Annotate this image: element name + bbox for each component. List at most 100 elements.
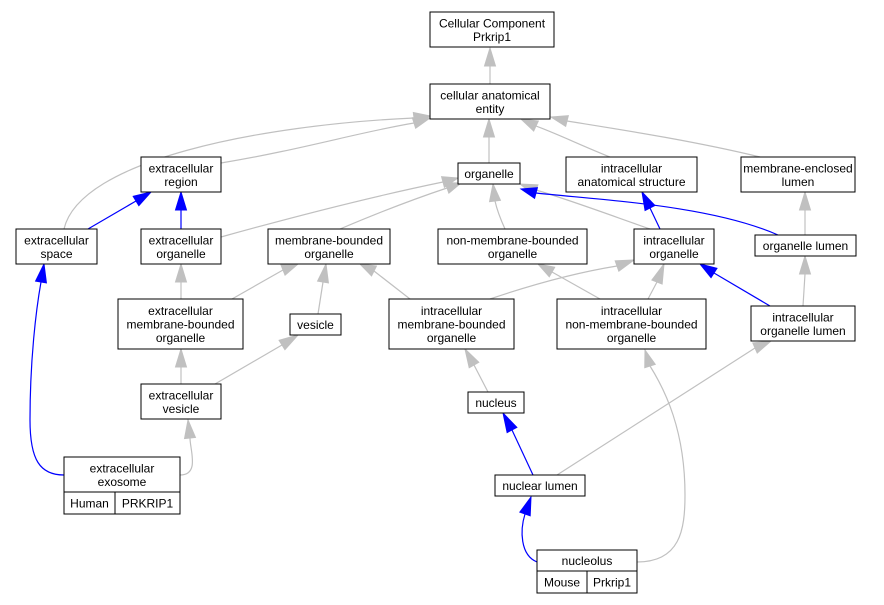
term-box (140, 228, 222, 265)
term-box (429, 83, 551, 120)
edge-exsp-to-exreg-part-of (87, 191, 153, 230)
term-label-line: exosome (98, 475, 147, 489)
term-box (556, 298, 707, 350)
term-label-line: organelle lumen (763, 239, 848, 253)
term-label-line: extracellular (24, 233, 89, 247)
term-label-line: nuclear lumen (502, 479, 577, 493)
arrowhead (174, 190, 188, 211)
edge-line (317, 281, 324, 315)
edge-inmbo-to-io-is-a (647, 262, 665, 300)
edge-ol-to-org-part-of (519, 187, 779, 236)
term-label-line: organelle lumen (760, 324, 845, 338)
term-box (63, 456, 181, 493)
edge-line (551, 271, 601, 300)
edge-line (511, 429, 534, 476)
arrowhead (174, 347, 188, 368)
term-label-line: membrane-bounded (275, 233, 383, 247)
term-label-line: region (164, 175, 197, 189)
edge-ias-to-cae-is-a (519, 118, 611, 158)
edge-exmbo-to-exorg-is-a (174, 262, 188, 299)
edge-iol-to-io-part-of (698, 263, 771, 307)
term-node-ves[interactable]: vesicle (289, 313, 342, 336)
term-box (754, 234, 857, 257)
edge-exo-to-exves-is-a (179, 418, 197, 476)
edge-exves-to-ves-is-a (214, 334, 300, 385)
term-label-line: intracellular (601, 161, 662, 175)
edge-line (647, 281, 658, 300)
term-label-line: membrane-enclosed (743, 161, 852, 175)
term-node-nuc[interactable]: nucleus (467, 391, 525, 414)
arrowhead (278, 334, 300, 351)
arrowhead (412, 111, 432, 125)
term-label-line: organelle (304, 247, 354, 261)
edges-layer (29, 46, 812, 563)
arrowhead (482, 117, 496, 138)
edge-nl-to-iol-is-a (556, 340, 773, 476)
term-label-line: non-membrane-bounded (565, 318, 697, 332)
tag-label: Prkrip1 (593, 576, 631, 590)
species-tag-species: Human (63, 491, 116, 515)
arrowhead (536, 263, 556, 278)
edge-mbo-to-org-is-a (339, 182, 463, 230)
arrowhead (174, 262, 188, 283)
arrowhead (698, 263, 718, 279)
arrowhead (280, 263, 300, 276)
term-box (117, 298, 244, 350)
term-label-line: organelle (156, 247, 206, 261)
term-box (388, 298, 515, 350)
edge-nl-to-nuc-part-of (502, 411, 534, 476)
arrowhead (641, 190, 656, 212)
edge-line (649, 207, 661, 230)
term-label-line: non-membrane-bounded (446, 233, 578, 247)
arrowhead (519, 187, 539, 200)
tag-box (114, 491, 181, 515)
arrowhead (519, 495, 532, 517)
term-label-line: organelle (488, 247, 538, 261)
term-box (740, 156, 856, 193)
edge-exo-to-exsp-part-of (29, 262, 65, 476)
term-box (633, 228, 715, 265)
term-node-nl[interactable]: nuclear lumen (494, 474, 586, 497)
edge-iol-to-ol-is-a (798, 254, 812, 307)
term-node-org[interactable]: organelle (457, 162, 521, 185)
term-label-line: extracellular (149, 233, 214, 247)
term-label-line: entity (476, 102, 505, 116)
arrowhead (798, 190, 812, 211)
arrowhead (464, 347, 480, 369)
arrowhead (752, 340, 773, 354)
arrowhead (614, 259, 636, 272)
edge-line (535, 192, 779, 236)
term-label-line: organelle (156, 331, 206, 345)
term-label-line: vesicle (163, 402, 200, 416)
edge-line (473, 364, 489, 393)
term-node-ol[interactable]: organelle lumen (754, 234, 857, 257)
term-node-inmbo[interactable]: intracellularnon-membrane-boundedorganel… (556, 298, 707, 350)
arrowhead (798, 254, 812, 275)
arrowhead (644, 348, 657, 369)
term-label-line: intracellular (643, 233, 704, 247)
edge-nmbo-to-org-is-a (488, 182, 506, 230)
term-box (494, 474, 586, 497)
edge-imbo-to-mbo-is-a (358, 263, 411, 300)
edge-line (220, 181, 444, 238)
edge-line (802, 273, 806, 307)
term-label-line: anatomical structure (577, 175, 685, 189)
edge-exves-to-exmbo-is-a (174, 347, 188, 384)
edge-line (636, 365, 686, 563)
